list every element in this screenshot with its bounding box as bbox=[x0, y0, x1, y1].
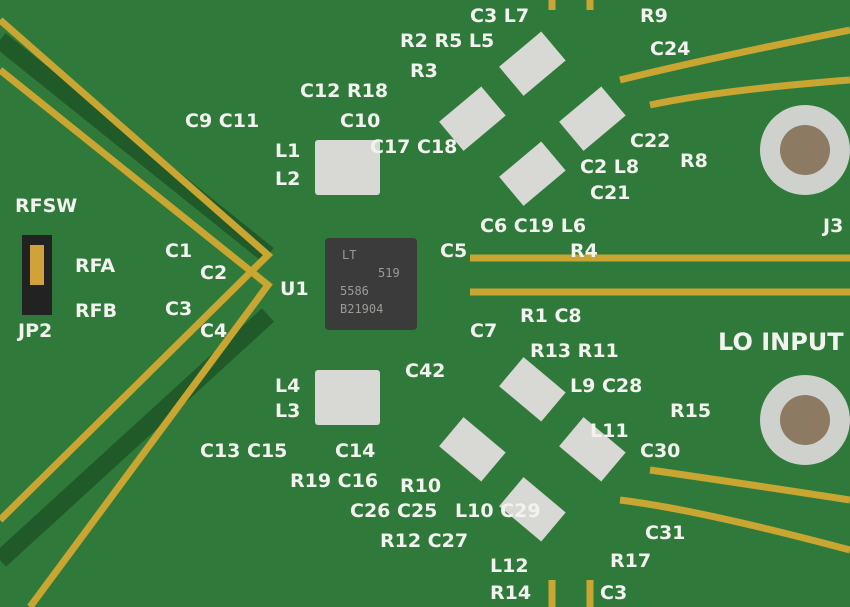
silkscreen-label: C2 L8 bbox=[580, 156, 640, 178]
chip-marking-1: 519 bbox=[378, 266, 400, 280]
silkscreen-label: R10 bbox=[400, 475, 442, 497]
silkscreen-label: L11 bbox=[590, 420, 629, 442]
silkscreen-label: R2 R5 L5 bbox=[400, 30, 495, 52]
silkscreen-label: RFB bbox=[75, 300, 118, 322]
rf-trace-lower bbox=[0, 67, 273, 607]
silkscreen-label: R9 bbox=[640, 5, 668, 27]
silkscreen-label: C3 bbox=[165, 298, 193, 320]
silkscreen-label: C31 bbox=[645, 522, 686, 544]
silkscreen-label: J3 bbox=[823, 215, 844, 237]
silkscreen-label: L3 bbox=[275, 400, 301, 422]
silkscreen-label: R1 C8 bbox=[520, 305, 582, 327]
silkscreen-label: RFSW bbox=[15, 195, 78, 217]
silkscreen-label: C2 bbox=[200, 262, 228, 284]
silkscreen-label: C6 C19 L6 bbox=[480, 215, 587, 237]
silkscreen-label: C7 bbox=[470, 320, 498, 342]
lo-trace bbox=[470, 254, 850, 296]
silkscreen-label: C1 bbox=[165, 240, 193, 262]
silkscreen-label: U1 bbox=[280, 278, 309, 300]
silkscreen-label: R17 bbox=[610, 550, 652, 572]
silkscreen-label: L9 C28 bbox=[570, 375, 643, 397]
chip-marking-2: 5586 bbox=[340, 284, 369, 298]
silkscreen-label: R12 C27 bbox=[380, 530, 469, 552]
silkscreen-label: R14 bbox=[490, 582, 532, 604]
inductor-l3-l4 bbox=[315, 370, 380, 425]
silkscreen-label: L12 bbox=[490, 555, 529, 577]
silkscreen-label: C3 bbox=[600, 582, 628, 604]
silkscreen-label: R15 bbox=[670, 400, 712, 422]
inductor-l1-l2 bbox=[315, 140, 380, 195]
silkscreen-label: C24 bbox=[650, 38, 691, 60]
silkscreen-label: JP2 bbox=[18, 320, 53, 342]
silkscreen-label: C10 bbox=[340, 110, 381, 132]
chip-marking-3: B21904 bbox=[340, 302, 384, 316]
u1-chip bbox=[325, 238, 417, 330]
silkscreen-label: C17 C18 bbox=[370, 136, 458, 158]
silkscreen-label: C12 R18 bbox=[300, 80, 389, 102]
rf-trace-upper bbox=[0, 17, 274, 523]
chip-logo: LT bbox=[342, 248, 357, 262]
silkscreen-label: L10 C29 bbox=[455, 500, 541, 522]
silkscreen-label: C26 C25 bbox=[350, 500, 438, 522]
silkscreen-label: L2 bbox=[275, 168, 301, 190]
silkscreen-label: C30 bbox=[640, 440, 681, 462]
silkscreen-label: R3 bbox=[410, 60, 438, 82]
silkscreen-label: LO INPUT bbox=[718, 328, 844, 356]
silkscreen-label: R13 R11 bbox=[530, 340, 619, 362]
silkscreen-label: R4 bbox=[570, 240, 598, 262]
silkscreen-label: C21 bbox=[590, 182, 631, 204]
silkscreen-label: L4 bbox=[275, 375, 301, 397]
silkscreen-label: C3 L7 bbox=[470, 5, 530, 27]
silkscreen-label: L1 bbox=[275, 140, 301, 162]
silkscreen-label: RFA bbox=[75, 255, 116, 277]
silkscreen-label: R8 bbox=[680, 150, 708, 172]
silkscreen-label: C42 bbox=[405, 360, 446, 382]
silkscreen-label: C14 bbox=[335, 440, 376, 462]
silkscreen-label: C5 bbox=[440, 240, 468, 262]
silkscreen-label: C22 bbox=[630, 130, 671, 152]
silkscreen-label: C13 C15 bbox=[200, 440, 288, 462]
silkscreen-label: C4 bbox=[200, 320, 228, 342]
silkscreen-label: C9 C11 bbox=[185, 110, 260, 132]
silkscreen-label: R19 C16 bbox=[290, 470, 379, 492]
